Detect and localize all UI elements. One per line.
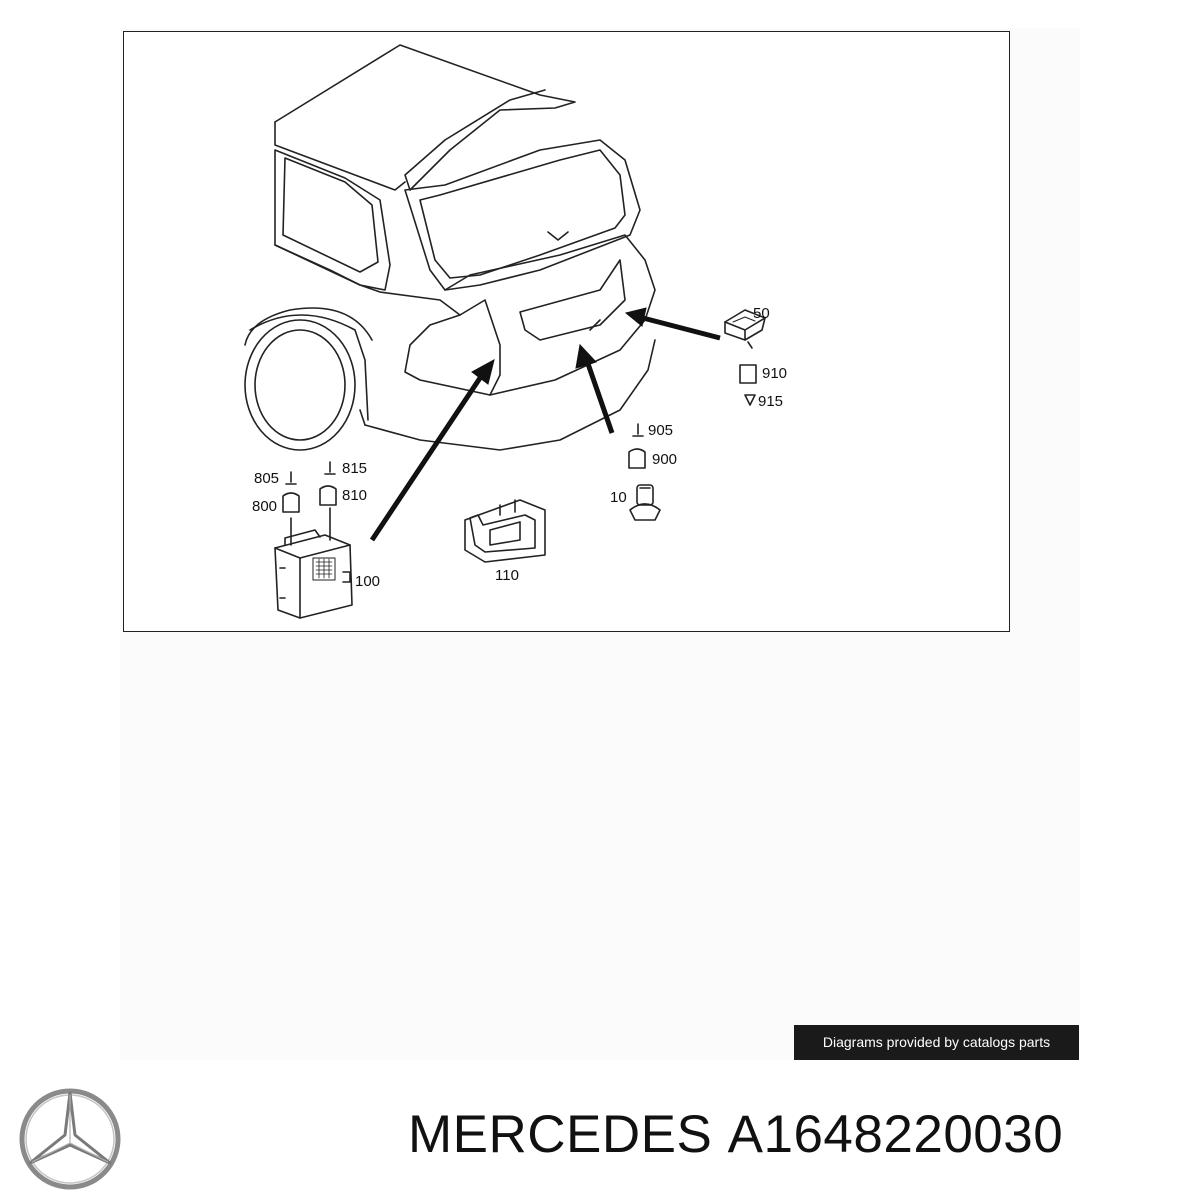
diagram-frame: [123, 31, 1010, 632]
pin-815: [324, 461, 336, 475]
parts-diagram: 50 910 915 905 900 10 805 815 800 810 10…: [244, 44, 787, 619]
callout-10: 10: [610, 489, 627, 506]
connector-810: [319, 485, 337, 506]
callout-arrows: [369, 307, 721, 542]
mercedes-star-icon: [19, 1088, 121, 1190]
callout-900: 900: [652, 451, 677, 468]
rear-wheel: [244, 307, 373, 451]
credit-banner: Diagrams provided by catalogs parts: [794, 1025, 1079, 1060]
callout-905: 905: [648, 422, 673, 439]
bracket-110-illustration: [464, 499, 546, 563]
control-unit-100-illustration: [274, 507, 353, 619]
part-number: A1648220030: [727, 1105, 1064, 1164]
brand-name: MERCEDES: [408, 1105, 713, 1164]
callout-815: 815: [342, 460, 367, 477]
callout-805: 805: [254, 470, 279, 487]
callout-110: 110: [495, 567, 519, 584]
callout-50: 50: [753, 305, 770, 322]
camera-10-illustration: [629, 484, 661, 521]
callout-915: 915: [758, 393, 783, 410]
callout-910: 910: [762, 365, 787, 382]
callout-810: 810: [342, 487, 367, 504]
pin-915: [744, 394, 756, 406]
pin-905: [632, 423, 644, 437]
connector-910: [739, 364, 757, 384]
pin-805: [285, 471, 297, 485]
connector-800: [282, 492, 300, 513]
switch-50-illustration: [724, 309, 766, 349]
callout-100: 100: [355, 573, 380, 590]
callout-800: 800: [252, 498, 277, 515]
car-rear-illustration: [274, 44, 656, 451]
part-caption: MERCEDES A1648220030: [408, 1108, 1063, 1161]
connector-900: [628, 448, 646, 469]
